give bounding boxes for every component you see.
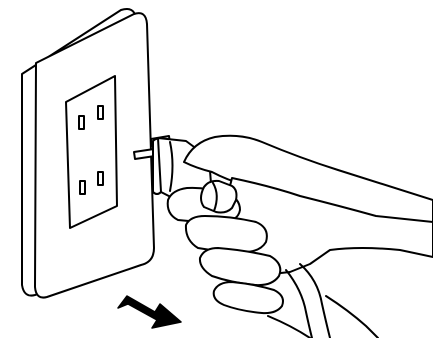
upper-left-slot (79, 116, 84, 129)
cord-line-inner (286, 270, 312, 338)
lower-left-slot (80, 181, 85, 194)
cord-line-outer (300, 264, 330, 338)
arrow-down-right-icon (118, 296, 181, 328)
outlet-receptacle (66, 76, 117, 228)
little-finger (214, 282, 283, 313)
middle-finger (186, 216, 267, 252)
cord (268, 264, 378, 338)
wrist-line-lower (268, 316, 310, 338)
lower-right-slot (98, 172, 103, 185)
upper-right-slot (98, 106, 103, 119)
plug-collar (201, 181, 237, 213)
wrist-line (326, 296, 378, 338)
hand (168, 136, 433, 313)
